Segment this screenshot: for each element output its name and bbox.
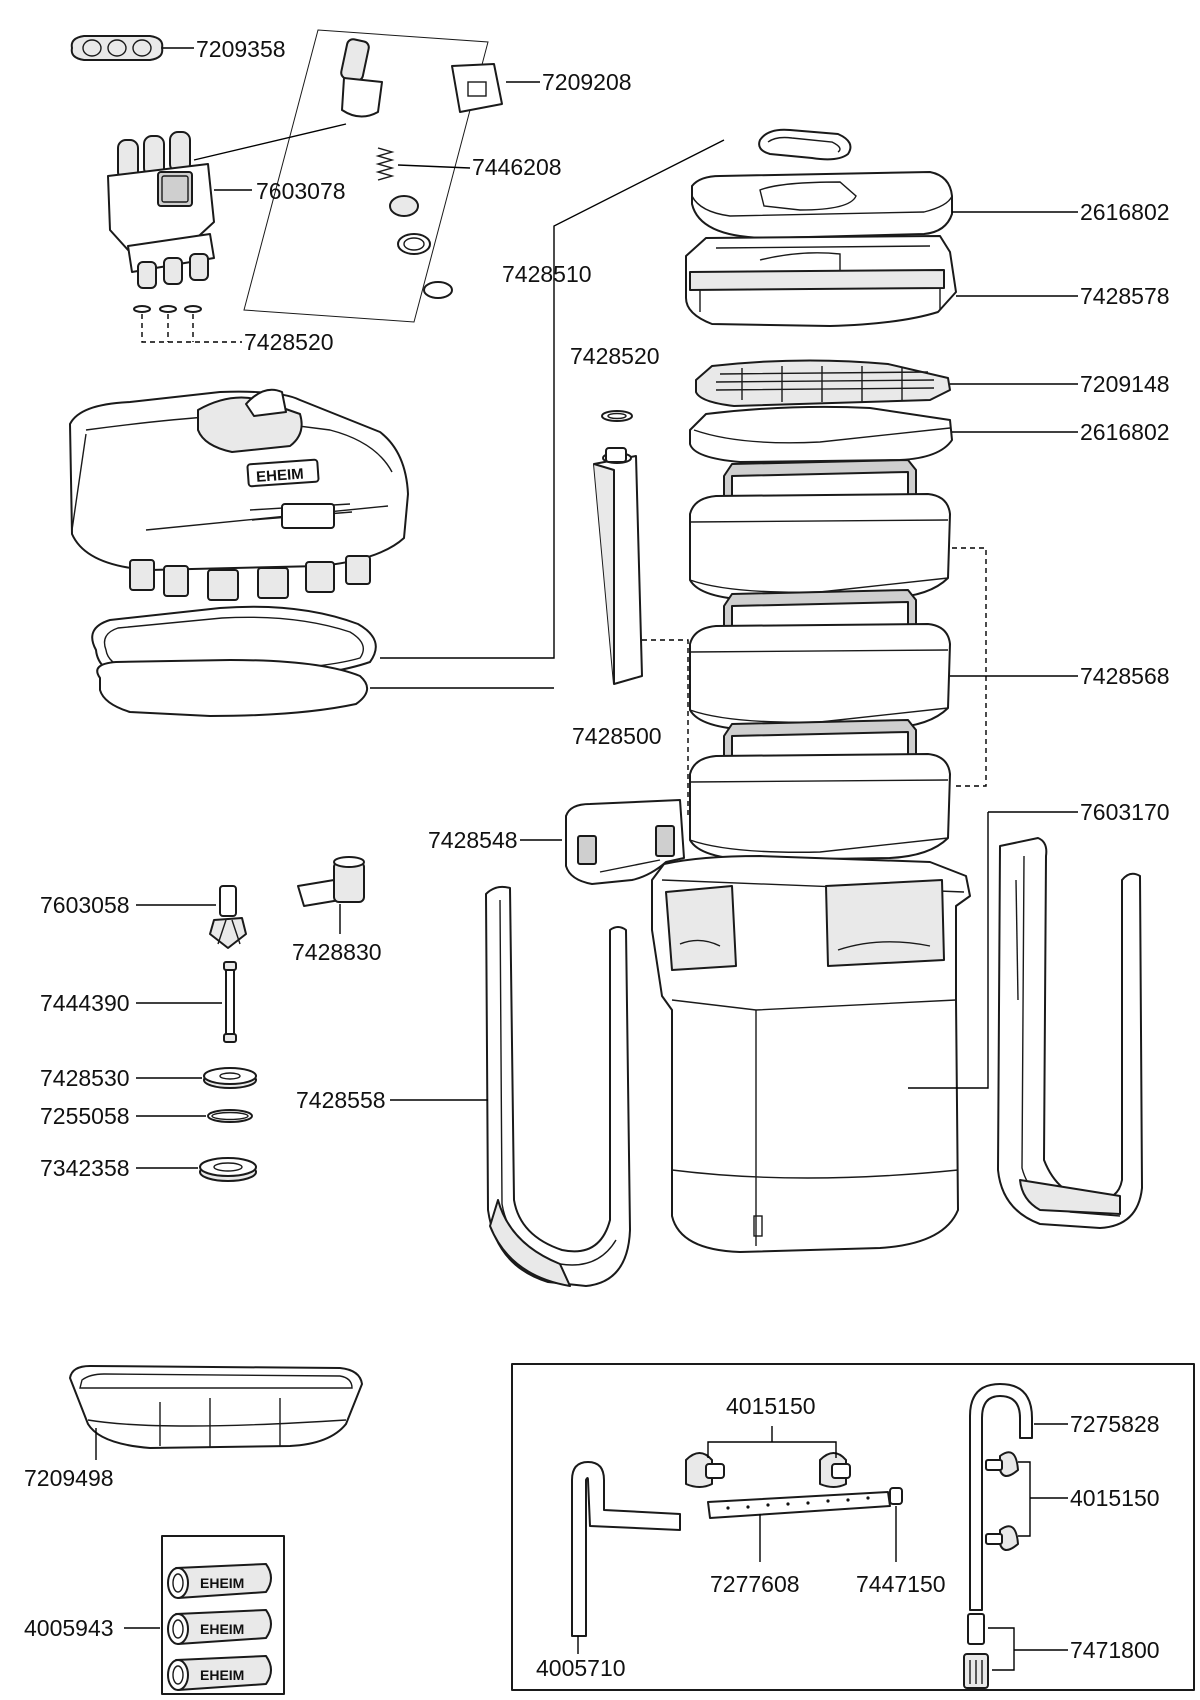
part-4015150-suction-cups-b [985, 1451, 1019, 1551]
part-7428530-bearing [203, 1067, 257, 1089]
label-7447150: 7447150 [856, 1571, 946, 1597]
part-7428558-handle-left [485, 885, 631, 1287]
label-7603078: 7603078 [256, 178, 346, 204]
hose-brand-1: EHEIM [200, 1575, 244, 1591]
label-7428500: 7428500 [572, 723, 662, 749]
part-7255058-oring [207, 1109, 253, 1123]
part-2616802-mid-pad [689, 405, 953, 463]
label-7428520-b: 7428520 [570, 343, 660, 369]
label-7428510: 7428510 [502, 261, 592, 287]
label-7446208: 7446208 [472, 154, 562, 180]
label-7428558: 7428558 [296, 1087, 386, 1113]
label-4005710: 4005710 [536, 1655, 626, 1681]
label-7428530: 7428530 [40, 1065, 130, 1091]
label-7209358: 7209358 [196, 36, 286, 62]
part-7428578-frame [685, 235, 957, 327]
part-7428510-seals [91, 605, 377, 717]
label-7428578: 7428578 [1080, 283, 1170, 309]
part-7603078-adapter [107, 131, 215, 289]
part-7428568-basket-3 [689, 719, 951, 861]
part-7428548-hinge [565, 799, 685, 885]
part-7447150-end-cap [889, 1487, 903, 1505]
label-4015150-b: 4015150 [1070, 1485, 1160, 1511]
part-7428520-oring [601, 410, 633, 422]
part-7428500-riser-tube [593, 447, 643, 685]
part-7275828-outflow-pipe [969, 1383, 1033, 1611]
label-7209208: 7209208 [542, 69, 632, 95]
part-7471800-strainer [963, 1613, 989, 1689]
label-7277608: 7277608 [710, 1571, 800, 1597]
part-7342358-cover [199, 1157, 257, 1182]
label-7428548: 7428548 [428, 827, 518, 853]
part-7428568-basket-2 [689, 589, 951, 731]
part-4015150-suction-cups-a [685, 1452, 851, 1488]
label-7255058: 7255058 [40, 1103, 130, 1129]
label-7209148: 7209148 [1080, 371, 1170, 397]
part-7277608-spray-bar [707, 1491, 891, 1519]
part-7428830-elbow [297, 856, 365, 907]
label-4015150-a: 4015150 [726, 1393, 816, 1419]
pump-head: EHEIM [69, 388, 409, 601]
part-7603170-canister [651, 855, 971, 1253]
part-4005710-intake-pipe [571, 1461, 681, 1637]
label-7209498: 7209498 [24, 1465, 114, 1491]
label-7444390: 7444390 [40, 990, 130, 1016]
label-7471800: 7471800 [1070, 1637, 1160, 1663]
part-7209498-tray [69, 1365, 363, 1449]
label-7428568: 7428568 [1080, 663, 1170, 689]
part-2616802-top-pad [691, 171, 953, 239]
part-4005943-hoses: EHEIM EHEIM EHEIM [167, 1563, 272, 1691]
part-7209148-grid [695, 359, 951, 407]
hose-brand-3: EHEIM [200, 1667, 244, 1683]
label-7603058: 7603058 [40, 892, 130, 918]
part-7428568-basket-1 [689, 459, 951, 601]
part-7603058-impeller [209, 885, 247, 949]
label-7603170: 7603170 [1080, 799, 1170, 825]
label-7342358: 7342358 [40, 1155, 130, 1181]
part-7428510-ring-top [758, 128, 852, 161]
part-7209208-latch [451, 63, 503, 113]
label-2616802-b: 2616802 [1080, 419, 1170, 445]
label-7428830: 7428830 [292, 939, 382, 965]
label-7275828: 7275828 [1070, 1411, 1160, 1437]
part-7428558-handle-right [997, 837, 1143, 1229]
part-7428520-orings-small [133, 305, 202, 313]
label-4005943: 4005943 [24, 1615, 114, 1641]
part-7209358-clamp [70, 35, 164, 61]
label-2616802-a: 2616802 [1080, 199, 1170, 225]
pump-head-brand: EHEIM [256, 466, 305, 486]
label-7428520-a: 7428520 [244, 329, 334, 355]
hose-brand-2: EHEIM [200, 1621, 244, 1637]
adapter-explode-panel [243, 29, 489, 323]
part-7444390-shaft [223, 961, 237, 1043]
